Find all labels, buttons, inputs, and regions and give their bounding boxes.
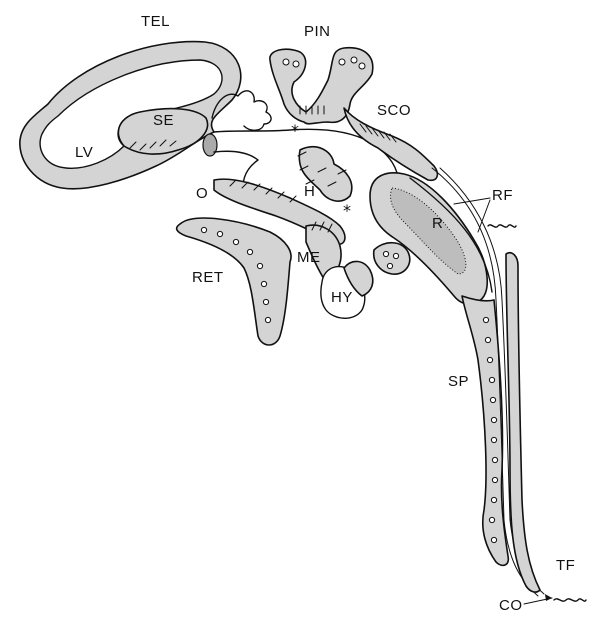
rf-wavy-end: [487, 224, 517, 228]
spinal-cord-cells: [482, 316, 499, 544]
label-se: SE: [153, 112, 174, 129]
sco-hatching: [359, 123, 397, 143]
label-tel: TEL: [141, 13, 170, 30]
hypophysis-lobe-shape: [372, 241, 411, 275]
rf-pointer-lines: [453, 197, 491, 233]
label-pin: PIN: [304, 23, 331, 40]
label-rf: RF: [492, 187, 513, 204]
label-me: ME: [297, 249, 321, 266]
asterisk-lower: *: [343, 201, 351, 220]
label-sco: SCO: [377, 102, 411, 119]
septal-cluster-mark: [202, 133, 218, 157]
ependymal-wall-line: [409, 177, 493, 293]
reissner-fiber-line: [431, 167, 539, 597]
retina-shape: [175, 217, 292, 346]
retina-cells: [200, 226, 272, 324]
third-ventricle-roof: [213, 128, 399, 187]
optic-neurons: [229, 179, 297, 203]
co-wavy-end: [553, 598, 587, 602]
label-hy: HY: [331, 289, 353, 306]
rhombencephalon-stippled-area: [390, 187, 467, 275]
septal-neuron-cluster: [129, 139, 177, 151]
choroid-plexus-wave: [211, 90, 272, 131]
label-ret: RET: [192, 269, 224, 286]
median-eminence-neurons: [311, 221, 333, 233]
hypophysis-cells: [382, 250, 400, 270]
asterisk-upper: *: [291, 121, 299, 140]
label-r: R: [432, 215, 443, 232]
hypophysis-stalk-shape: [343, 260, 374, 297]
hypothalamus-neurons: [297, 151, 347, 187]
subcommissural-organ-shape: [343, 107, 439, 182]
label-o: O: [196, 185, 208, 202]
label-lv: LV: [75, 144, 93, 161]
label-co: CO: [499, 597, 523, 614]
label-tf: TF: [556, 557, 575, 574]
label-h: H: [304, 183, 315, 200]
outer-cord-strip: [505, 251, 541, 593]
label-sp: SP: [448, 373, 469, 390]
pineal-cells: [282, 56, 366, 115]
septal-area-shape: [117, 107, 209, 155]
co-arrowhead: [545, 594, 552, 601]
